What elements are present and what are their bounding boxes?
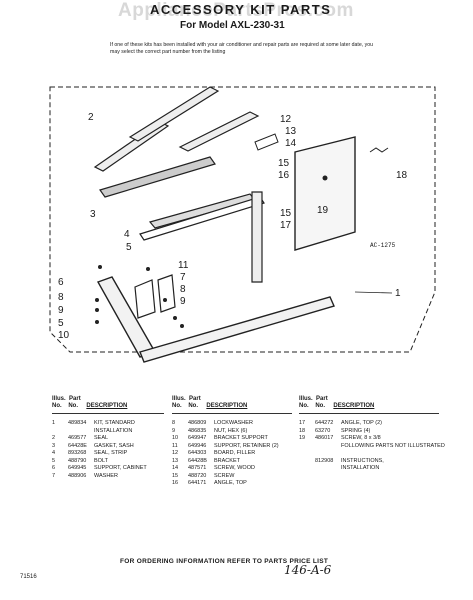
callout-10: 10: [58, 330, 70, 341]
column-header: Illus. Part No. No. DESCRIPTION: [172, 396, 248, 409]
table-row: [299, 450, 445, 458]
bracket-13: [254, 133, 279, 151]
column-header: Illus. Part No. No. DESCRIPTION: [52, 396, 128, 409]
callout-15b: 15: [280, 208, 292, 219]
callout-19: 19: [317, 205, 329, 216]
callout-8b: 8: [180, 284, 186, 295]
page-title: ACCESSORY KIT PARTS: [150, 2, 332, 17]
callout-5: 5: [126, 242, 132, 253]
callout-12: 12: [280, 114, 292, 125]
header-rule: [299, 413, 439, 414]
callout-15: 15: [278, 158, 290, 169]
support-retainers: [134, 274, 176, 319]
callout-6: 6: [58, 277, 64, 288]
ordering-note: FOR ORDERING INFORMATION REFER TO PARTS …: [120, 558, 329, 565]
spring-18: [369, 147, 389, 153]
callout-3: 3: [90, 209, 96, 220]
page-code: 71516: [20, 574, 37, 580]
callout-5b: 5: [58, 318, 64, 329]
angle-top: [139, 196, 265, 241]
callout-1: 1: [395, 288, 401, 299]
callout-17: 17: [280, 220, 292, 231]
seal-strips: [93, 86, 260, 172]
callout-18: 18: [396, 170, 408, 181]
filler-board: [294, 136, 356, 251]
watermark: AppliancePartsPros.com: [118, 0, 354, 21]
column-header: Illus. Part No. No. DESCRIPTION: [299, 396, 375, 409]
model-subtitle: For Model AXL-230-31: [180, 20, 285, 31]
table-row: INSTALLATION: [341, 465, 380, 471]
sash-gasket: [99, 156, 216, 198]
table-row: INSTALLATION: [94, 427, 133, 434]
callout-7: 7: [180, 272, 186, 283]
handwritten-note: 146-A-6: [284, 563, 332, 577]
callout-14: 14: [285, 138, 297, 149]
header-rule: [172, 413, 292, 414]
figure-code: AC-1275: [370, 242, 396, 249]
kit-notice: If one of these kits has been installed …: [110, 42, 373, 55]
exploded-parts-diagram: 2 3 4 5 6 8 9 5 10 11 7 8 9 12 13 14 15 …: [49, 86, 436, 363]
callout-9: 9: [58, 305, 64, 316]
callout-8: 8: [58, 292, 64, 303]
callout-9b: 9: [180, 296, 186, 307]
callout-2: 2: [88, 112, 94, 123]
cabinet-support: [96, 276, 335, 363]
callout-11: 11: [178, 260, 189, 271]
vertical-angle: [251, 191, 263, 283]
callout-13: 13: [285, 126, 297, 137]
hardware: [95, 265, 184, 328]
callout-16: 16: [278, 170, 290, 181]
callout-4: 4: [124, 229, 130, 240]
table-row: FOLLOWING PARTS NOT ILLUSTRATED: [341, 442, 445, 449]
header-rule: [52, 413, 164, 414]
kit-boundary-dashed: [49, 86, 436, 353]
